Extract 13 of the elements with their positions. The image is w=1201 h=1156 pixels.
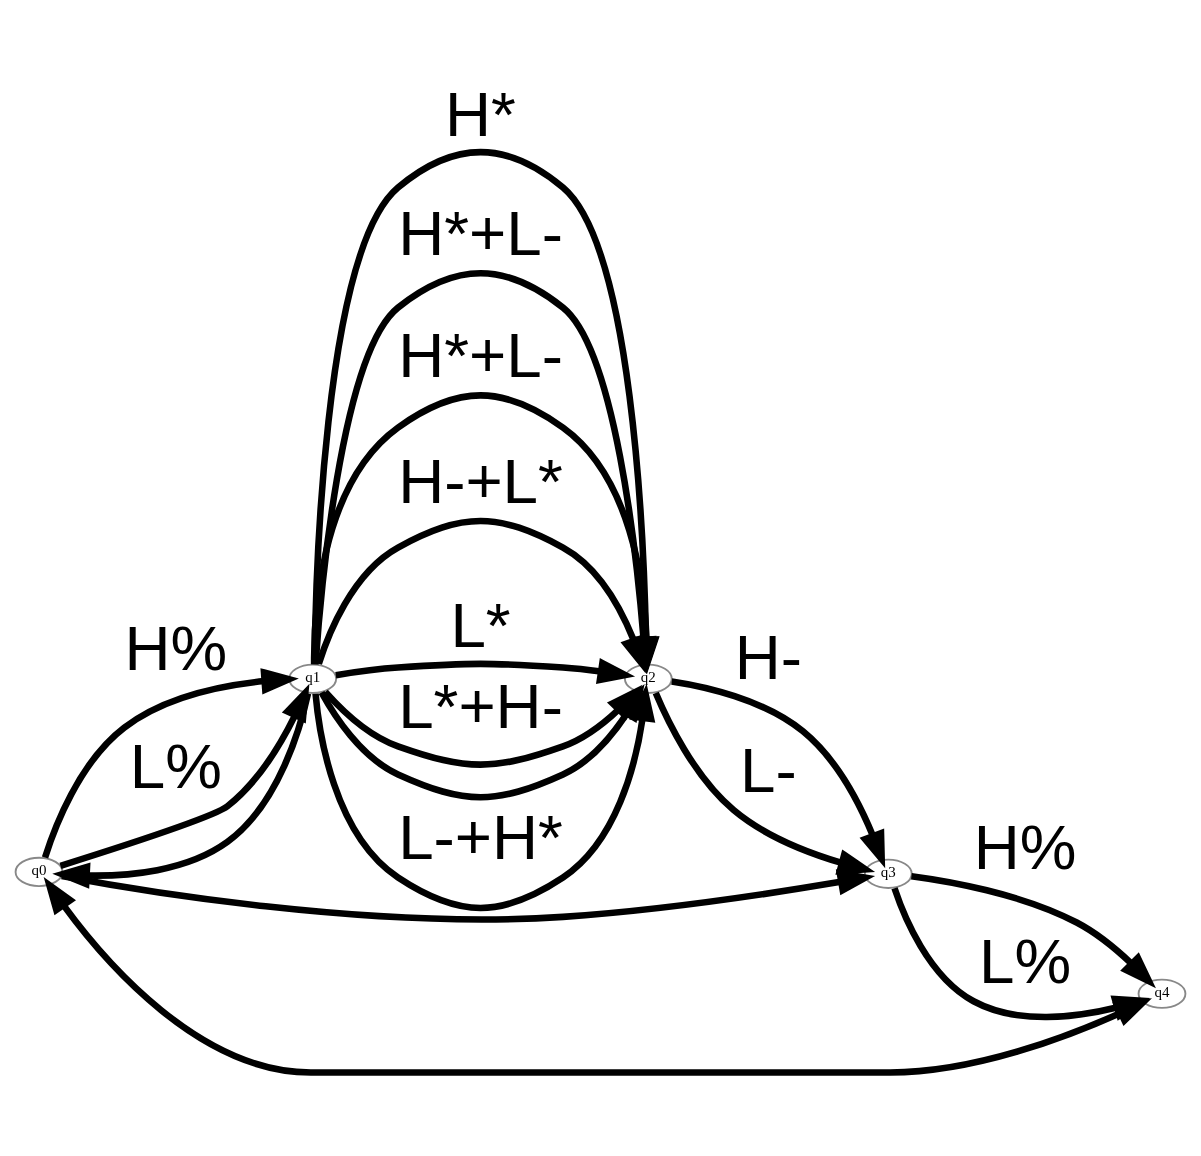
edge-label: L-: [739, 733, 797, 806]
edge-label: H%: [124, 611, 228, 684]
edge-label: H-+L*: [398, 444, 563, 517]
edge-label: L%: [129, 729, 222, 802]
edge-label: H%: [973, 810, 1077, 883]
edge-label: L*+H-: [398, 669, 563, 742]
edge-label: L%: [979, 924, 1072, 997]
edge-label: H-: [734, 620, 802, 693]
edge-label: H*+L-: [398, 196, 563, 269]
edge-label: H*+L-: [398, 318, 563, 391]
edge-label: L*: [450, 588, 511, 661]
edge-label: L-+H*: [398, 800, 563, 873]
edge-label: H*: [445, 76, 516, 149]
